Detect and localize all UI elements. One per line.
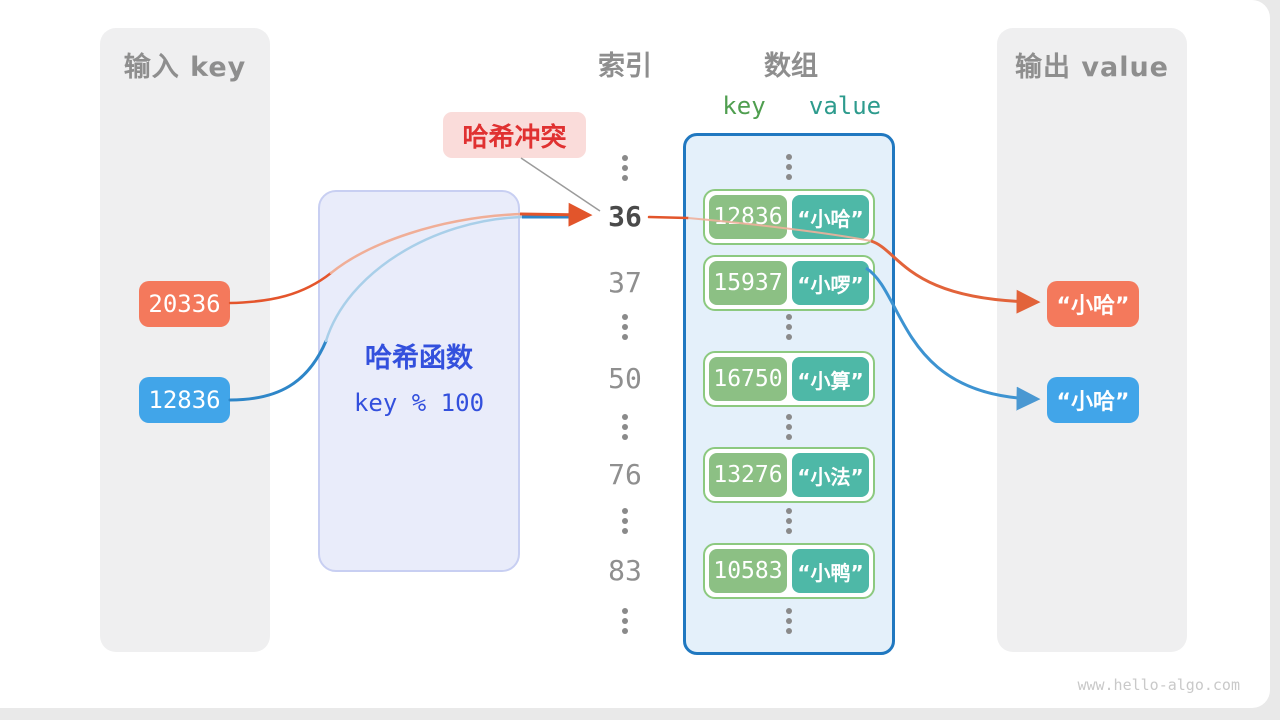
pair-value: “小法” — [791, 453, 869, 497]
pair-value: “小哈” — [791, 195, 869, 239]
array-pair-row: 15937 “小啰” — [703, 255, 875, 311]
pair-key: 16750 — [709, 357, 787, 401]
input-panel-title: 输入 key — [123, 52, 247, 83]
array-ellipsis — [786, 508, 792, 534]
index-ellipsis — [622, 508, 628, 534]
output-value-panel: 输出 value — [997, 28, 1187, 652]
input-key-20336: 20336 — [139, 281, 230, 327]
key-header: key — [722, 92, 766, 120]
index-76: 76 — [608, 458, 642, 491]
pair-value: “小鸭” — [791, 549, 869, 593]
array-ellipsis — [786, 414, 792, 440]
index-83: 83 — [608, 554, 642, 587]
array-pair-row: 16750 “小算” — [703, 351, 875, 407]
hash-function-box — [318, 190, 520, 572]
index-37: 37 — [608, 266, 642, 299]
output-value-orange: “小哈” — [1047, 281, 1139, 327]
hash-function-formula: key % 100 — [353, 389, 485, 417]
index-ellipsis — [622, 155, 628, 181]
array-ellipsis — [786, 608, 792, 634]
index-ellipsis — [622, 608, 628, 634]
array-ellipsis — [786, 154, 792, 180]
value-header: value — [808, 92, 882, 120]
array-pair-row: 10583 “小鸭” — [703, 543, 875, 599]
pair-key: 15937 — [709, 261, 787, 305]
output-panel-title: 输出 value — [1014, 52, 1169, 83]
index-column-title: 索引 — [598, 51, 652, 82]
index-36: 36 — [608, 200, 642, 233]
pair-key: 13276 — [709, 453, 787, 497]
watermark: www.hello-algo.com — [1077, 676, 1240, 694]
hash-function-title: 哈希函数 — [365, 343, 473, 374]
input-key-12836: 12836 — [139, 377, 230, 423]
array-ellipsis — [786, 314, 792, 340]
index-50: 50 — [608, 362, 642, 395]
array-pair-row: 13276 “小法” — [703, 447, 875, 503]
pair-key: 10583 — [709, 549, 787, 593]
input-key-panel: 输入 key — [100, 28, 270, 652]
pair-value: “小啰” — [791, 261, 869, 305]
array-pair-row: 12836 “小哈” — [703, 189, 875, 245]
array-column-title: 数组 — [764, 51, 818, 82]
pair-key: 12836 — [709, 195, 787, 239]
index-ellipsis — [622, 414, 628, 440]
pair-value: “小算” — [791, 357, 869, 401]
output-value-blue: “小哈” — [1047, 377, 1139, 423]
index-ellipsis — [622, 314, 628, 340]
hash-collision-label: 哈希冲突 — [443, 112, 586, 158]
